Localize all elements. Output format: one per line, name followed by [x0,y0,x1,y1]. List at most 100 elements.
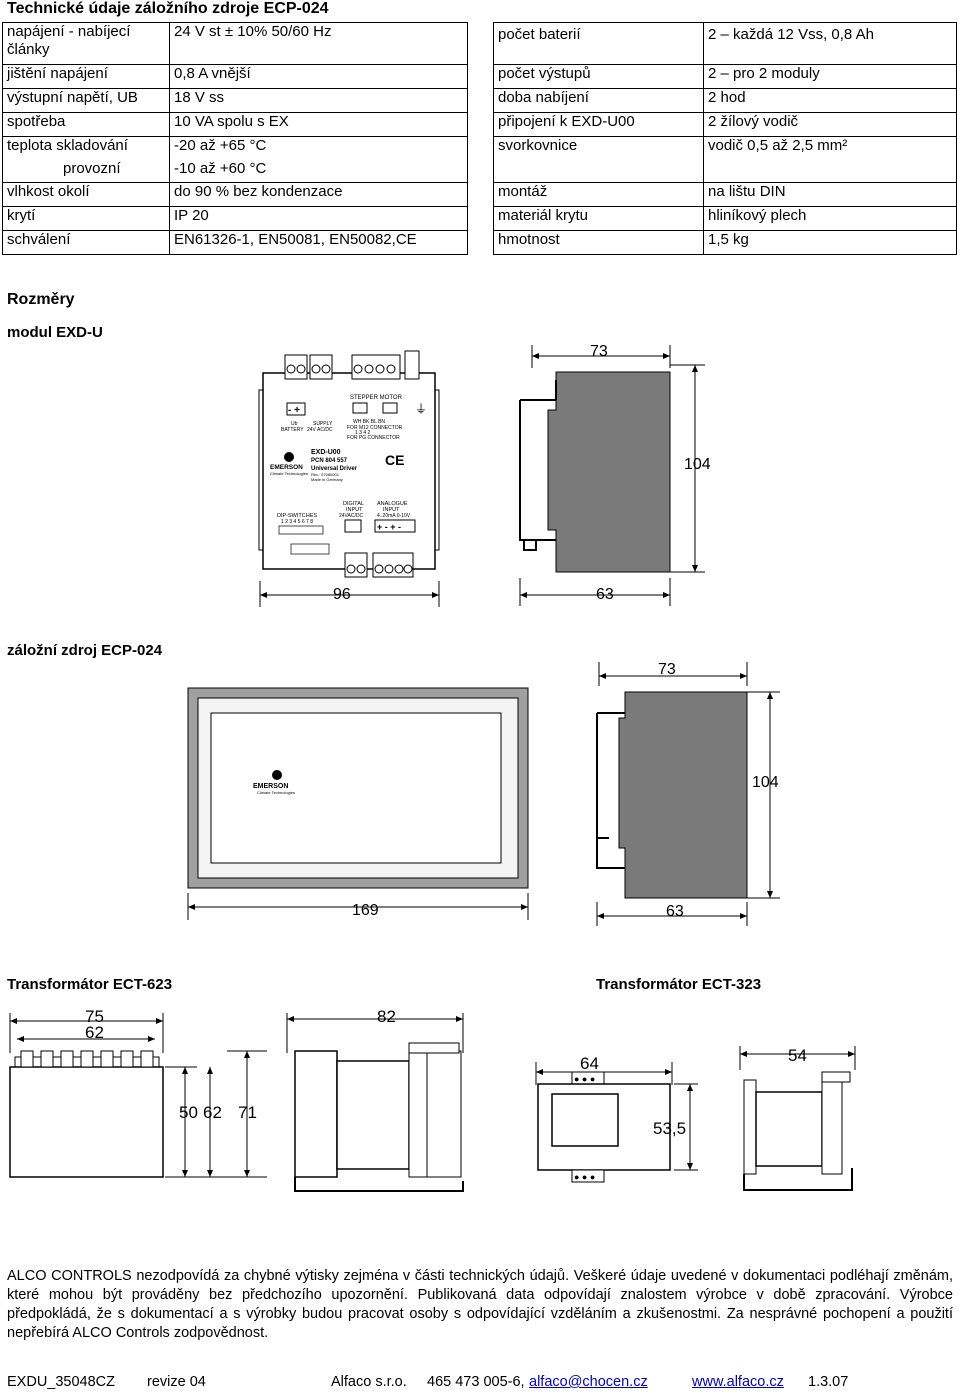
spec-label: teplota skladování provozní [2,136,170,183]
spec-value: 1,5 kg [703,230,957,255]
spec-value: IP 20 [169,206,468,231]
dim-ect623-62: 62 [85,1023,104,1042]
spec-value: na lištu DIN [703,182,957,207]
dim-ect323-54: 54 [788,1046,807,1065]
spec-table-right: počet baterií 2 – každá 12 Vss, 0,8 Ah p… [493,22,957,255]
spec-value: 2 – každá 12 Vss, 0,8 Ah [703,22,957,65]
table-row: hmotnost 1,5 kg [493,230,957,255]
table-row: napájení - nabíjecí články 24 V st ± 10%… [2,22,468,65]
module-label-digital-input: INPUT [346,507,363,513]
emerson-logo-icon [284,452,294,462]
ecp-front-drawing: EMERSON Climate Technologies [187,687,529,920]
module-label-m12: FOR M12 CONNECTOR [347,425,403,431]
dim-module-depth: 73 [590,343,608,360]
module-label-stepper: STEPPER MOTOR [350,395,403,401]
module-label-pins: 1 3 4 2 [355,430,371,436]
subheading-module: modul EXD-U [7,324,103,341]
table-row: vlhkost okolí do 90 % bez kondenzace [2,182,468,207]
spec-value: hliníkový plech [703,206,957,231]
module-driver: Universal Driver [311,466,358,472]
spec-value: EN61326-1, EN50081, EN50082,CE [169,230,468,255]
emerson-logo-icon [272,770,282,780]
dim-ecp-height: 104 [752,774,779,791]
module-side-drawing [519,345,705,606]
dim-module-height: 104 [684,456,711,473]
module-label-pg: FOR PG CONNECTOR [347,435,400,441]
table-row: jištění napájení 0,8 A vnější [2,64,468,89]
ecp-side-drawing [596,662,780,926]
table-row: spotřeba 10 VA spolu s EX [2,112,468,137]
module-label-digital-voltage: 24VAC/DC [339,513,363,519]
spec-table-left: napájení - nabíjecí články 24 V st ± 10%… [2,22,468,255]
spec-value: 10 VA spolu s EX [169,112,468,137]
spec-label: materiál krytu [493,206,704,231]
ce-mark: CE [385,452,404,468]
module-label-wires: WH BK BL BN [353,419,385,425]
svg-text:+ - + -: + - + - [377,522,401,532]
dim-ect623-71: 71 [238,1103,257,1122]
module-label-analogue-input: INPUT [383,507,400,513]
spec-label: doba nabíjení [493,88,704,113]
spec-value: 24 V st ± 10% 50/60 Hz [169,22,468,65]
footer-web-link[interactable]: www.alfaco.cz [692,1374,784,1390]
table-row: svorkovnice vodič 0,5 až 2,5 mm² [493,136,957,183]
spec-label: hmotnost [493,230,704,255]
module-made: Made in Germany [311,477,343,482]
dim-ect623-50: 50 [179,1103,198,1122]
module-label-digital: DIGITAL [343,501,364,507]
table-row: materiál krytu hliníkový plech [493,206,957,231]
module-label-dip: DIP-SWITCHES [277,513,317,519]
spec-label: schválení [2,230,170,255]
module-label-analogue: ANALOGUE [377,501,408,507]
module-label-ub: Ub [291,421,298,427]
spec-value: 2 žílový vodič [703,112,957,137]
page-title: Technické údaje záložního zdroje ECP-024 [7,0,329,17]
dim-ect623-62b: 62 [203,1103,222,1122]
module-brand-sub: Climate Technologies [270,471,308,476]
spec-label: napájení - nabíjecí články [2,22,170,65]
ground-icon: ⏚ [415,402,427,416]
footer-doc-id: EXDU_35048CZ [7,1374,115,1390]
footer-revision: revize 04 [147,1374,206,1390]
dim-ect323-64: 64 [580,1054,599,1073]
spec-label: krytí [2,206,170,231]
svg-text:- +: - + [288,405,300,416]
table-row: počet výstupů 2 – pro 2 moduly [493,64,957,89]
ecp-brand-sub: Climate Technologies [257,790,295,795]
table-row: schválení EN61326-1, EN50081, EN50082,CE [2,230,468,255]
spec-value: 0,8 A vnější [169,64,468,89]
disclaimer-text: ALCO CONTROLS nezodpovídá za chybné výti… [7,1268,953,1341]
spec-value-operating: -10 až +60 °C [174,160,267,177]
dim-ecp-depth: 73 [658,661,676,678]
ect323-drawing: ● ● ● ● ● ● [535,1046,856,1191]
spec-value: 18 V ss [169,88,468,113]
ecp-brand: EMERSON [253,783,288,790]
spec-label: počet baterií [493,22,704,65]
table-row: teplota skladování provozní -20 až +65 °… [2,136,468,183]
module-front-drawing: - + STEPPER MOTOR Ub BATTERY SUPPLY 24V … [258,350,440,607]
table-row: doba nabíjení 2 hod [493,88,957,113]
section-heading-dimensions: Rozměry [7,291,75,308]
ect623-drawing [9,1013,464,1192]
footer-email-link[interactable]: alfaco@chocen.cz [529,1374,648,1390]
module-pcn: PCN 804 557 [311,458,348,464]
spec-value: do 90 % bez kondenzace [169,182,468,207]
subheading-ect323: Transformátor ECT-323 [596,976,762,993]
module-rev: Rev.: 07080001 [311,472,340,477]
subheading-backup-supply: záložní zdroj ECP-024 [7,642,163,659]
module-label-dip-nums: 1 2 3 4 5 6 7 8 [281,519,313,525]
spec-label: vlhkost okolí [2,182,170,207]
dim-ect623-82: 82 [377,1007,396,1026]
spec-value: 2 hod [703,88,957,113]
footer-date: 1.3.07 [808,1374,849,1390]
module-label-analogue-range: 4..20mA 0-10V [377,513,411,519]
spec-value-storage: -20 až +65 °C [174,137,267,154]
dim-ecp-rail: 63 [666,903,684,920]
table-row: výstupní napětí, UB 18 V ss [2,88,468,113]
spec-label: montáž [493,182,704,207]
spec-label: spotřeba [2,112,170,137]
footer-phone: 465 473 005-6, [427,1374,525,1390]
dim-module-rail: 63 [596,586,614,603]
spec-value: vodič 0,5 až 2,5 mm² [703,136,957,183]
spec-label: jištění napájení [2,64,170,89]
